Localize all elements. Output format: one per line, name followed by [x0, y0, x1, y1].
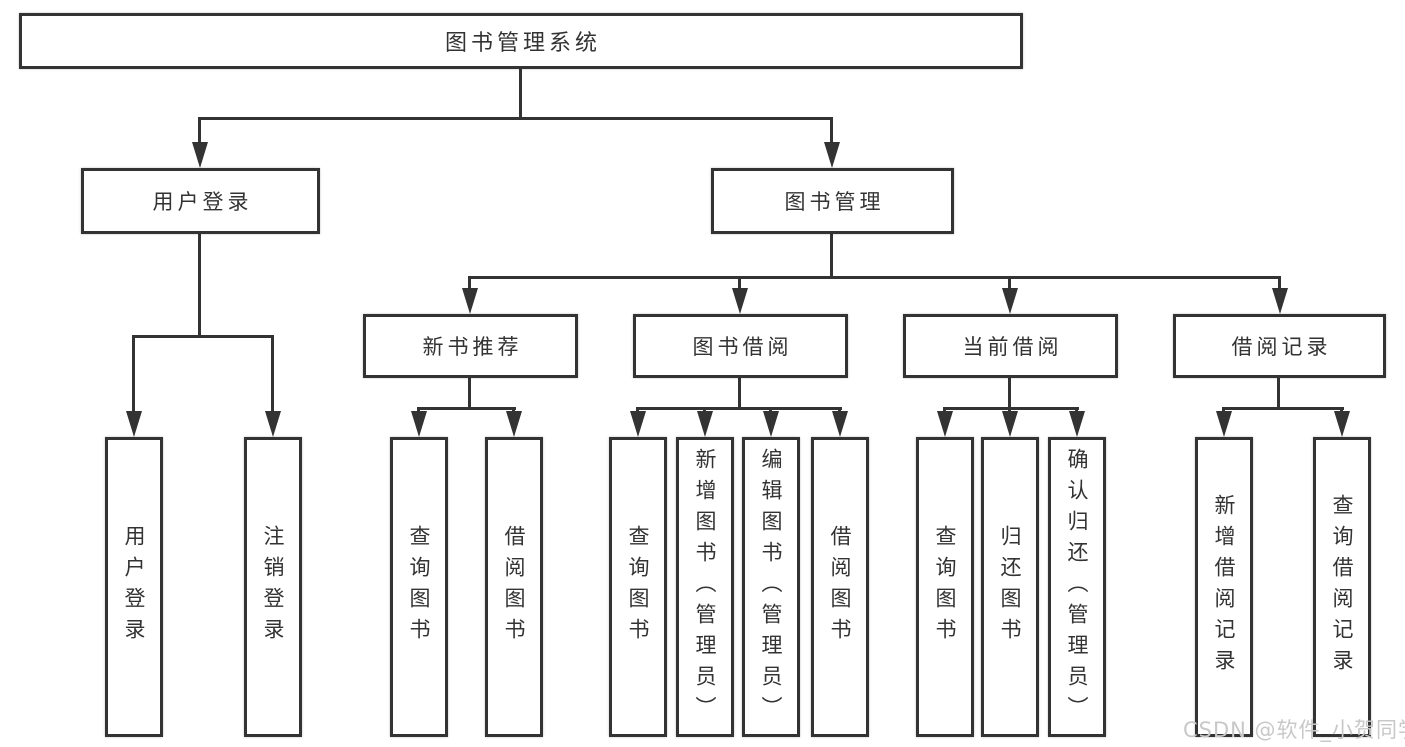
connector-line [468, 276, 1281, 279]
connector-line [132, 335, 274, 338]
arrow-down-icon [824, 142, 840, 168]
connector-line [468, 277, 471, 296]
arrow-down-icon [126, 411, 142, 437]
leaf-return-books: 归还图书 [981, 437, 1039, 737]
arrow-down-icon [192, 142, 208, 168]
arrow-down-icon [1069, 411, 1085, 437]
connector-line [738, 277, 741, 296]
node-label: 新书推荐 [422, 335, 523, 359]
node-label: 查询借阅记录 [1330, 494, 1354, 680]
connector-line [1278, 277, 1281, 296]
leaf-confirm-return-admin: 确认归还（管理员） [1048, 437, 1106, 737]
leaf-query-books-current: 查询图书 [916, 437, 974, 737]
node-root-library-system: 图书管理系统 [19, 13, 1023, 69]
arrow-down-icon [506, 411, 522, 437]
connector-line [830, 234, 833, 279]
connector-line [417, 407, 516, 410]
connector-line [738, 378, 741, 410]
arrow-down-icon [937, 411, 953, 437]
node-label: 查询图书 [933, 525, 957, 649]
connector-line [1222, 407, 1344, 410]
connector-line [519, 69, 522, 120]
arrow-down-icon [697, 411, 713, 437]
node-label: 编辑图书（管理员） [759, 447, 783, 727]
connector-line [198, 234, 201, 338]
node-label: 新增图书（管理员） [693, 447, 717, 727]
arrow-down-icon [1002, 411, 1018, 437]
arrow-down-icon [1334, 411, 1350, 437]
connector-line [830, 118, 833, 148]
node-label: 确认归还（管理员） [1065, 447, 1089, 727]
arrow-down-icon [732, 288, 748, 314]
connector-line [468, 378, 471, 410]
connector-line [132, 336, 135, 418]
connector-line [1008, 277, 1011, 296]
connector-line [636, 407, 842, 410]
node-book-management: 图书管理 [711, 168, 954, 234]
node-label: 当前借阅 [962, 335, 1063, 359]
connector-line [198, 118, 201, 148]
connector-line [1008, 378, 1011, 410]
node-book-borrowing: 图书借阅 [633, 314, 848, 378]
connector-line [198, 117, 833, 120]
leaf-query-books-newbooks: 查询图书 [390, 437, 448, 737]
node-label: 图书管理系统 [444, 31, 601, 56]
node-label: 新增借阅记录 [1212, 494, 1236, 680]
leaf-user-login: 用户登录 [105, 437, 163, 737]
node-label: 图书管理 [784, 190, 885, 214]
leaf-borrow-books-borrowing: 借阅图书 [811, 437, 869, 737]
node-label: 用户登录 [152, 190, 253, 214]
leaf-add-borrow-record: 新增借阅记录 [1195, 437, 1253, 737]
leaf-edit-book-admin: 编辑图书（管理员） [742, 437, 800, 737]
node-label: 用户登录 [122, 525, 146, 649]
node-new-book-recommend: 新书推荐 [363, 314, 578, 378]
node-label: 图书借阅 [692, 335, 793, 359]
node-label: 查询图书 [407, 525, 431, 649]
arrow-down-icon [265, 411, 281, 437]
node-label: 借阅图书 [828, 525, 852, 649]
node-current-borrowing: 当前借阅 [903, 314, 1118, 378]
node-label: 查询图书 [626, 525, 650, 649]
node-label: 借阅图书 [502, 525, 526, 649]
arrow-down-icon [763, 411, 779, 437]
leaf-query-books-borrowing: 查询图书 [609, 437, 667, 737]
arrow-down-icon [462, 288, 478, 314]
leaf-borrow-books-newbooks: 借阅图书 [485, 437, 543, 737]
leaf-logout: 注销登录 [244, 437, 302, 737]
node-label: 归还图书 [998, 525, 1022, 649]
arrow-down-icon [1272, 288, 1288, 314]
arrow-down-icon [630, 411, 646, 437]
node-user-login: 用户登录 [81, 168, 320, 234]
node-borrow-records: 借阅记录 [1173, 314, 1386, 378]
csdn-watermark: CSDN @软件_小贺同学 [1183, 718, 1405, 742]
arrow-down-icon [832, 411, 848, 437]
node-label: 借阅记录 [1231, 335, 1332, 359]
connector-line [943, 407, 1079, 410]
node-label: 注销登录 [261, 525, 285, 649]
arrow-down-icon [1216, 411, 1232, 437]
arrow-down-icon [411, 411, 427, 437]
leaf-add-book-admin: 新增图书（管理员） [676, 437, 734, 737]
connector-line [1277, 378, 1280, 410]
arrow-down-icon [1002, 288, 1018, 314]
leaf-query-borrow-record: 查询借阅记录 [1313, 437, 1371, 737]
connector-line [271, 336, 274, 418]
